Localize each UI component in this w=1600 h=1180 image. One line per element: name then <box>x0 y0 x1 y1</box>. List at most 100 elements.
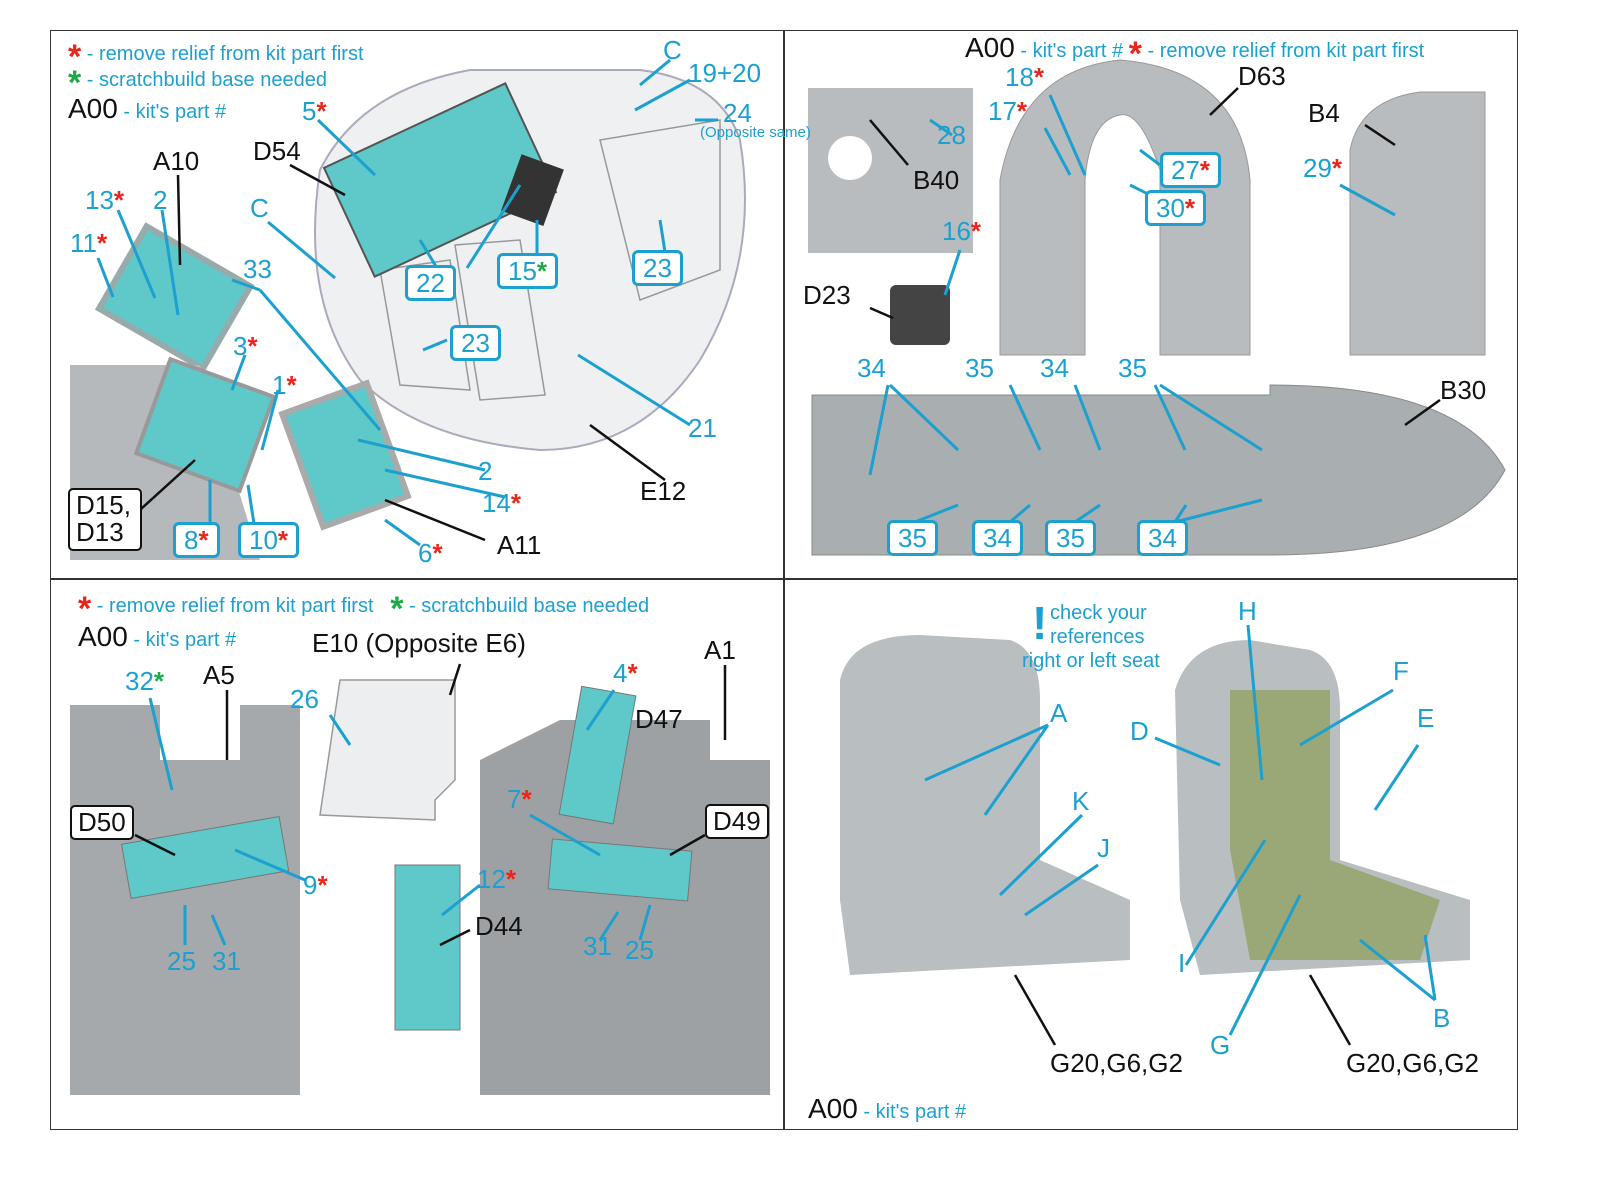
star-marker-icon: * <box>505 864 517 894</box>
callout-31-left: 31 <box>212 946 241 976</box>
red-star-icon: * <box>78 590 92 628</box>
callout-number: 11 <box>70 228 97 258</box>
callout-19-20: 19+20 <box>688 58 762 88</box>
part-a5 <box>70 705 300 1095</box>
callout-number: 10 <box>249 525 278 555</box>
legend-kit-part-text: - kit's part # <box>1020 40 1124 62</box>
callout-6: 6* <box>418 540 443 566</box>
kit-part-d54: D54 <box>253 136 301 166</box>
callout-28: 28 <box>937 120 966 150</box>
callout-5: 5* <box>302 98 327 124</box>
kit-part-b40: B40 <box>913 165 960 195</box>
callout-k: K <box>1072 786 1090 816</box>
callout-c-top: C <box>663 35 682 65</box>
horizontal-divider <box>50 578 1518 580</box>
callout-j: J <box>1097 833 1110 863</box>
callout-number <box>634 78 691 112</box>
callout-number <box>448 663 462 696</box>
callout-number <box>210 914 227 946</box>
star-marker-icon: * <box>627 658 638 688</box>
callout-number <box>888 383 960 452</box>
callout-box-8: 8* <box>173 522 220 558</box>
callout-25-left: 25 <box>167 946 196 976</box>
kit-part-a11: A11 <box>497 530 542 560</box>
star-marker-icon: * <box>153 666 165 696</box>
callout-25-right: 25 <box>625 935 654 965</box>
callout-number <box>1404 398 1441 427</box>
callout-i: I <box>1178 948 1186 978</box>
callout-b: B <box>1433 1003 1451 1033</box>
legend-red-star-text: - remove relief from kit part first <box>86 43 364 65</box>
star-marker-icon: * <box>1033 62 1045 92</box>
callout-h: H <box>1238 596 1257 626</box>
callout-35-b: 35 <box>1118 353 1147 383</box>
callout-number <box>316 118 377 177</box>
callout-number <box>1008 384 1042 451</box>
callout-number <box>384 468 506 499</box>
b40-hole <box>828 136 872 180</box>
star-marker-icon: * <box>247 331 258 361</box>
part-b30 <box>811 384 1506 556</box>
callout-number: 9 <box>303 870 318 900</box>
callout-number <box>1073 384 1102 451</box>
star-marker-icon: * <box>1016 96 1028 126</box>
kit-part-g20-g6-g2-left: G20,G6,G2 <box>1050 1048 1183 1078</box>
panel-d50 <box>120 815 290 900</box>
callout-number <box>116 209 157 299</box>
callout-number <box>1423 934 1437 1001</box>
callout-number: 32 <box>125 666 154 696</box>
callout-number <box>439 928 471 947</box>
callout-3: 3* <box>233 333 258 359</box>
legend-kit-part-bl: A00 - kit's part # <box>78 623 236 651</box>
callout-number <box>1364 123 1396 147</box>
callout-number <box>998 813 1084 897</box>
part-b4 <box>1349 91 1486 356</box>
legend-kit-part-code: A00 <box>68 93 118 124</box>
callout-number <box>1013 974 1057 1046</box>
callout-32: 32* <box>125 668 164 694</box>
callout-number <box>176 174 182 266</box>
kit-part-d50: D50 <box>70 805 134 841</box>
legend-red-star-text: - remove relief from kit part first <box>96 595 374 617</box>
note-line-2: references <box>1050 626 1145 648</box>
callout-number <box>119 87 1441 1046</box>
part-a1 <box>480 720 770 1095</box>
legend-kit-part-text: - kit's part # <box>123 101 227 123</box>
kit-part-d44: D44 <box>475 911 523 941</box>
callout-number <box>1228 894 1302 1036</box>
callout-number <box>929 118 953 137</box>
callout-number <box>1339 183 1396 217</box>
callout-number: 17 <box>988 96 1017 126</box>
red-star-icon: * <box>1128 35 1142 73</box>
callout-number <box>868 384 890 476</box>
callout-12: 12* <box>477 866 516 892</box>
star-marker-icon: * <box>277 525 289 555</box>
callout-4: 4* <box>613 660 638 686</box>
callout-number <box>924 723 1049 782</box>
legend-bottom-left: * - remove relief from kit part first * … <box>78 592 649 626</box>
legend-kit-part-code: A00 <box>965 32 1015 63</box>
callout-box-10: 10* <box>238 522 300 558</box>
callout-number: 4 <box>613 658 628 688</box>
kit-part-e12: E12 <box>640 476 687 506</box>
callout-34-b: 34 <box>1040 353 1069 383</box>
callout-number <box>1373 744 1420 811</box>
star-marker-icon: * <box>316 96 327 126</box>
callout-number <box>669 833 706 857</box>
callout-number <box>148 697 174 791</box>
callout-16: 16* <box>942 218 981 244</box>
canopy-window-1 <box>379 259 471 391</box>
callout-number <box>943 249 962 296</box>
canopy-window-3 <box>599 119 721 301</box>
callout-34-a: 34 <box>857 353 886 383</box>
callout-number: 12 <box>477 864 506 894</box>
callout-number: 16 <box>942 216 971 246</box>
callout-number <box>160 209 180 316</box>
callout-35-a: 35 <box>965 353 994 383</box>
callout-number <box>267 220 336 280</box>
panel-d49 <box>547 838 693 902</box>
kit-part-g20-g6-g2-right: G20,G6,G2 <box>1346 1048 1479 1078</box>
callout-number <box>96 58 1437 1036</box>
callout-7: 7* <box>507 786 532 812</box>
kit-part-a5: A5 <box>203 660 235 690</box>
